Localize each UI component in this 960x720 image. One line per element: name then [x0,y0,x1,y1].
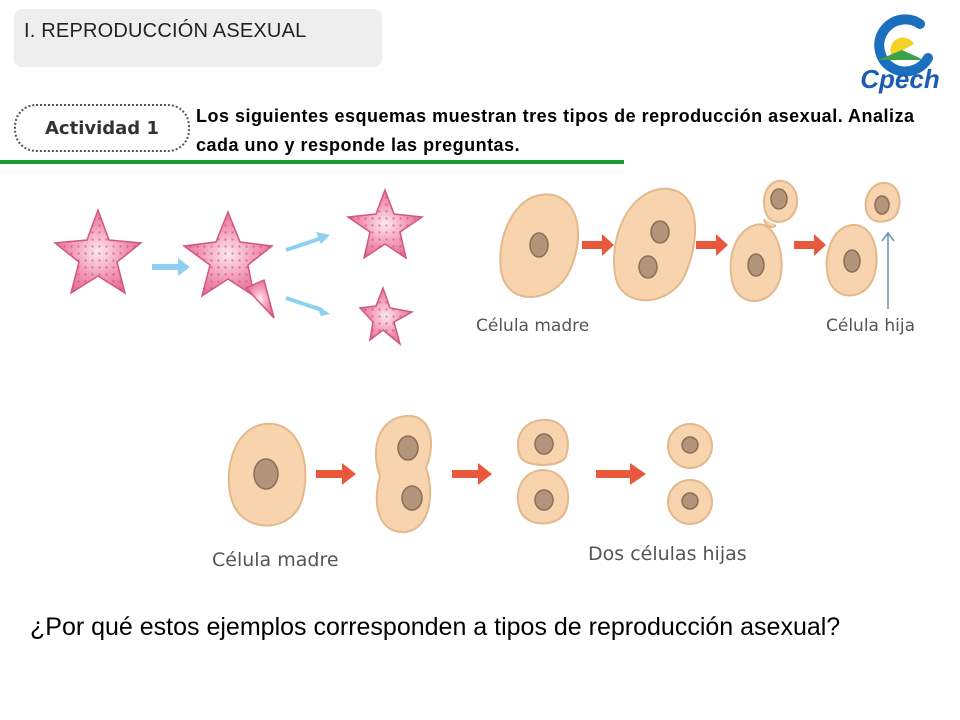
logo-wordmark: Cpech [860,64,939,94]
fission-mother-cell [227,422,307,527]
question-text: ¿Por qué estos ejemplos corresponden a t… [30,613,841,641]
blue-arrow-1 [152,258,190,276]
bud-forming [729,179,799,302]
fission-daughters-label: Dos células hijas [588,543,747,565]
starfish-fragmentation-diagram [53,187,425,347]
binary-fission-diagram [227,414,713,534]
fission-dividing-cell [374,414,433,534]
red-arrow-2 [696,234,728,256]
starfish-whole [53,207,143,295]
pointer-arrow [881,231,895,309]
cpech-logo: Cpech [860,14,940,94]
activity-instructions: Los siguientes esquemas muestran tres ti… [196,106,915,155]
green-divider [0,160,624,164]
bud-mother-cell [499,193,579,298]
bud-mother-two-nuclei [612,187,696,302]
activity-badge: Actividad 1 [14,104,190,152]
red-arrow-3 [794,234,826,256]
starfish-regenerated [345,187,425,260]
section-title-box [14,9,382,67]
bud-daughter-cell [864,181,901,223]
blue-arrow-down [285,296,330,316]
budding-daughter-label: Célula hija [826,316,916,336]
starfish-regenerating-arm [358,285,415,347]
fission-mother-label: Célula madre [212,549,339,571]
bud-mother-after [825,223,878,297]
red-arrow-4 [316,463,356,485]
starfish-losing-arm [182,209,275,319]
fission-separating-cells [516,418,570,525]
budding-mother-label: Célula madre [476,316,590,336]
budding-diagram [499,179,901,309]
activity-label: Actividad 1 [45,117,159,139]
fission-daughter-cells [667,423,713,525]
red-arrow-5 [452,463,492,485]
blue-arrow-up [285,232,330,252]
section-title: I. REPRODUCCIÓN ASEXUAL [24,20,307,42]
red-arrow-1 [582,234,614,256]
red-arrow-6 [596,463,646,485]
